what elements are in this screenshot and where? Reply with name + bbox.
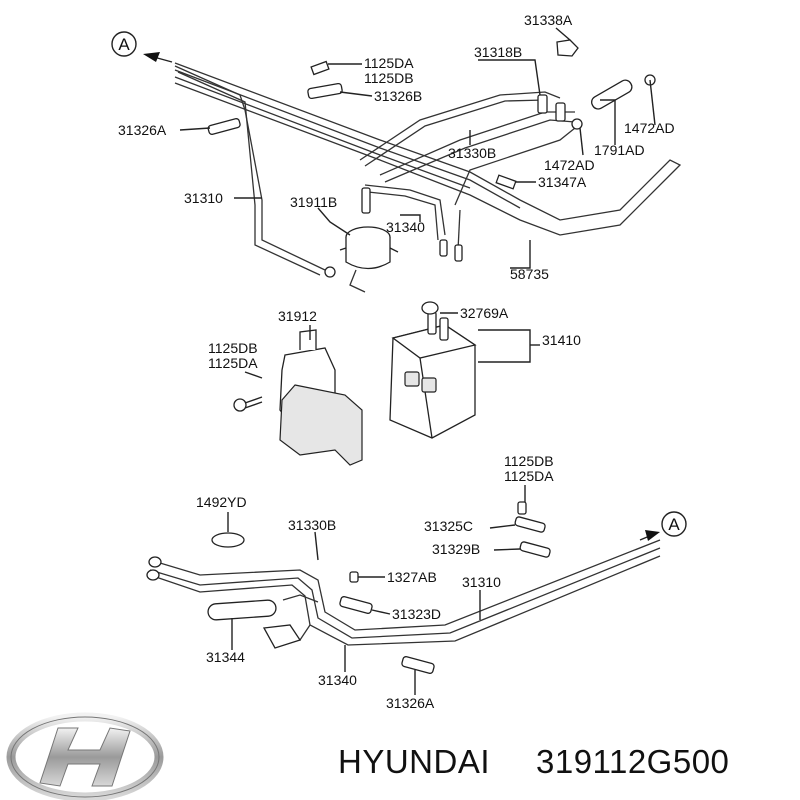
callout-31310-bottom: 31310: [462, 574, 501, 590]
connector-31340-b: [454, 244, 463, 262]
clip-31326a-bottom: [401, 656, 435, 674]
clip-31329b: [519, 541, 551, 558]
callout-1472ad-lower: 1472AD: [544, 157, 595, 173]
bolt-1125db-bottom: [517, 501, 527, 515]
callout-31347a: 31347A: [538, 174, 587, 190]
top-fittings: [207, 39, 656, 278]
callout-31326a-top: 31326A: [118, 122, 167, 138]
fuel-filter-31911b: [339, 187, 399, 293]
view-marker-a-bottom: A: [639, 511, 687, 541]
clip-31325c: [514, 516, 546, 533]
callout-1791ad: 1791AD: [594, 142, 645, 158]
connector-31340-a: [439, 239, 448, 257]
callout-31325c: 31325C: [424, 518, 473, 534]
clip-31323d: [339, 596, 373, 614]
bolt-1125db-mid: [233, 396, 263, 412]
canister-31410: [389, 301, 477, 439]
leader-lines: [179, 27, 656, 695]
callout-31326a-bottom: 31326A: [386, 695, 435, 711]
callout-31340-top: 31340: [386, 219, 425, 235]
top-fuel-lines: [174, 62, 682, 276]
callout-31410: 31410: [542, 332, 581, 348]
bracket-31912: [279, 329, 363, 466]
callout-31338a: 31338A: [524, 12, 573, 28]
callout-1125db-mid: 1125DB: [208, 340, 258, 356]
callout-31340-bottom: 31340: [318, 672, 357, 688]
callout-1125db-bottom: 1125DB: [504, 453, 554, 469]
part-number: 319112G500: [536, 743, 729, 780]
callout-58735: 58735: [510, 266, 549, 282]
hyundai-logo-icon: [6, 712, 164, 800]
arrow-head-icon: [645, 530, 660, 541]
callout-1492yd: 1492YD: [196, 494, 247, 510]
arrow-head-icon: [143, 52, 160, 62]
callout-1125da-mid: 1125DA: [208, 355, 258, 371]
callout-31318b: 31318B: [474, 44, 522, 60]
clamp-1472ad-lower: [571, 118, 583, 130]
callout-31326b: 31326B: [374, 88, 422, 104]
callout-31912: 31912: [278, 308, 317, 324]
svg-text:A: A: [668, 515, 680, 534]
clip-31326b: [307, 82, 343, 100]
plug-1492yd: [211, 532, 245, 548]
fitting-31310-end: [324, 266, 336, 278]
bolt-1125da: [310, 60, 330, 76]
fitting-31340-bottom: [262, 624, 302, 649]
bottom-fittings: [146, 501, 551, 674]
callout-31330b-bottom: 31330B: [288, 517, 336, 533]
callout-1125da: 1125DA: [364, 55, 414, 71]
callout-1125db: 1125DB: [364, 70, 414, 86]
callout-1472ad-upper: 1472AD: [624, 120, 675, 136]
callout-31323d: 31323D: [392, 606, 441, 622]
bolt-1327ab: [349, 571, 359, 583]
callout-labels: 31338A 1125DA 1125DB 31318B 31326B 31326…: [118, 12, 675, 711]
bottom-fuel-lines: [149, 539, 661, 646]
hose-31344: [207, 599, 277, 621]
brand-name: HYUNDAI: [338, 743, 490, 780]
connector-31318b-left: [537, 94, 548, 114]
clip-31347a: [495, 174, 517, 190]
callout-31329b: 31329B: [432, 541, 480, 557]
cap-32769a: [421, 301, 439, 315]
callout-32769a: 32769A: [460, 305, 509, 321]
connector-31318b-right: [555, 102, 566, 122]
view-marker-a-top: A: [111, 31, 173, 63]
callout-1125da-bottom: 1125DA: [504, 468, 554, 484]
callout-1327ab: 1327AB: [387, 569, 437, 585]
svg-text:A: A: [118, 35, 130, 54]
clip-31326a-top: [207, 118, 241, 135]
callout-31911b: 31911B: [290, 194, 337, 210]
callout-31330b-top: 31330B: [448, 145, 496, 161]
callout-31310-top: 31310: [184, 190, 223, 206]
callout-31344: 31344: [206, 649, 245, 665]
clip-31338a: [556, 39, 579, 57]
hose-1791ad: [590, 79, 633, 110]
